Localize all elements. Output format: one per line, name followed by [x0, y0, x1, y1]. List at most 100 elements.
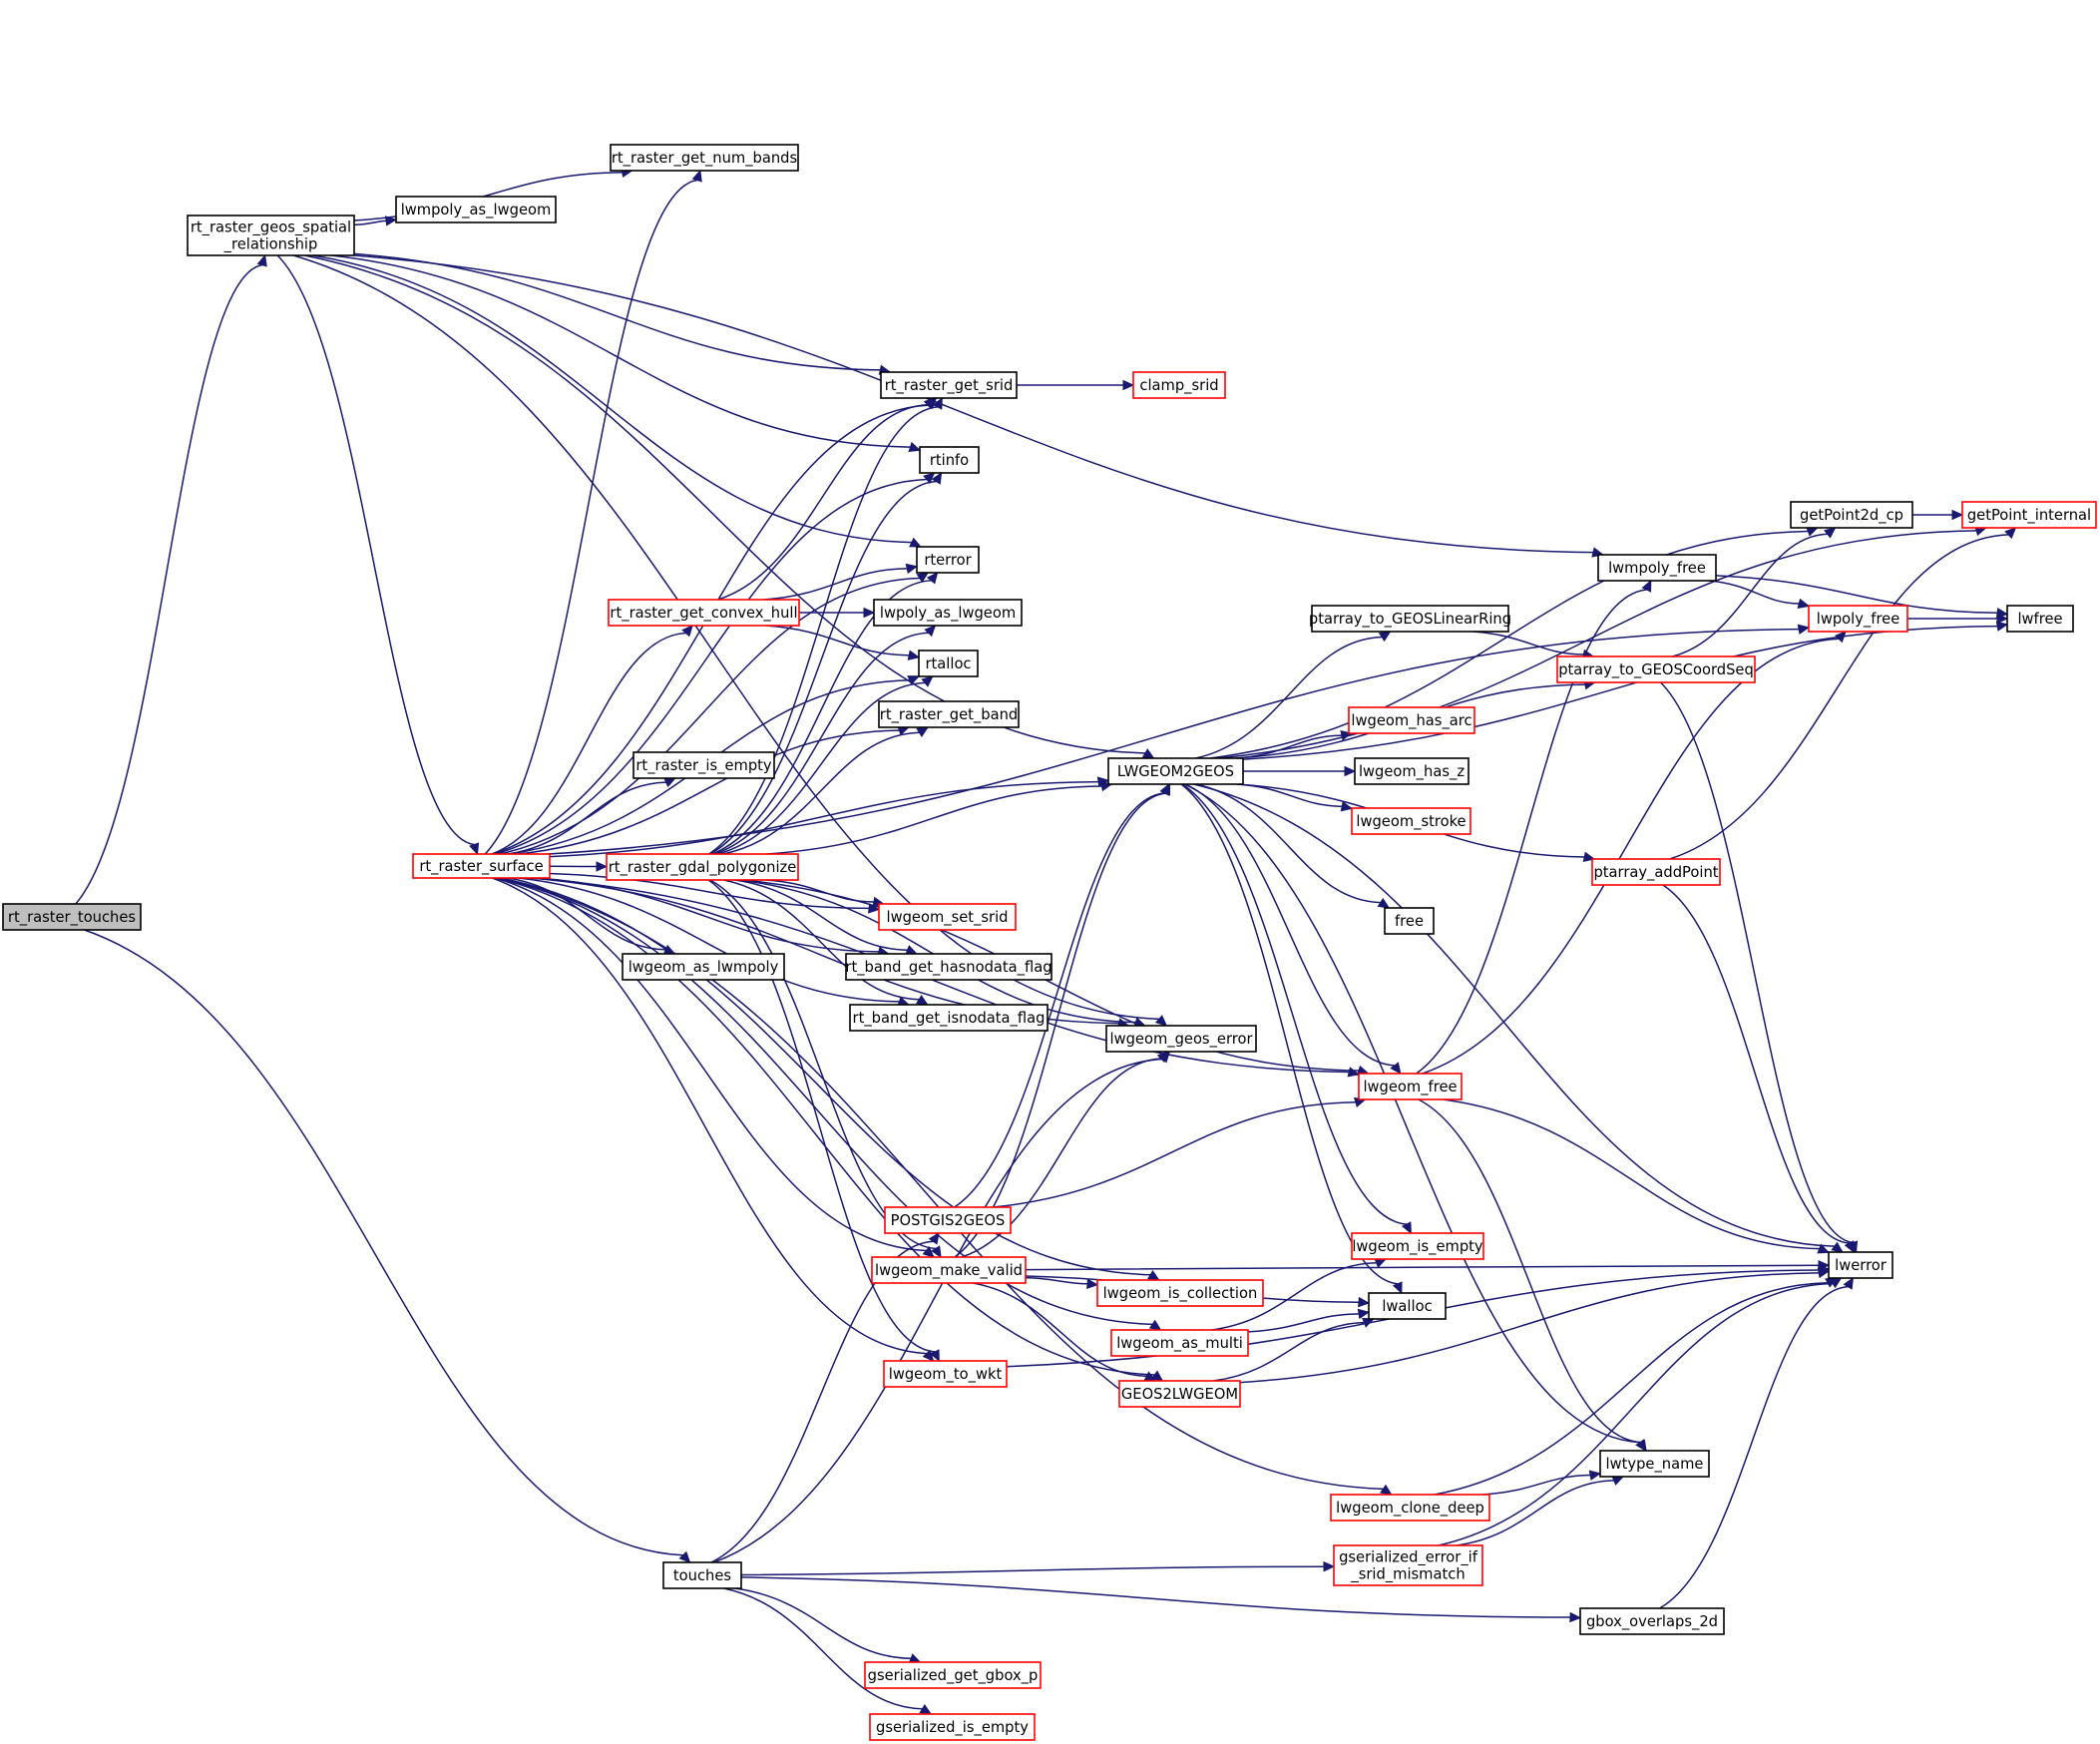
- node-rt_raster_get_srid[interactable]: rt_raster_get_srid: [880, 371, 1018, 399]
- node-lwgeom_is_collection[interactable]: lwgeom_is_collection: [1096, 1279, 1264, 1307]
- node-lwgeom_stroke[interactable]: lwgeom_stroke: [1351, 807, 1471, 835]
- node-POSTGIS2GEOS[interactable]: POSTGIS2GEOS: [884, 1206, 1012, 1234]
- node-lwgeom_as_multi[interactable]: lwgeom_as_multi: [1110, 1329, 1249, 1357]
- node-touches[interactable]: touches: [662, 1561, 742, 1589]
- edge-line: [1472, 631, 1584, 655]
- node-box: [1105, 1025, 1257, 1053]
- node-GEOS2LWGEOM[interactable]: GEOS2LWGEOM: [1118, 1380, 1241, 1408]
- edge-line: [1184, 783, 1640, 1444]
- edge-arrowhead: [923, 397, 936, 410]
- node-rt_raster_surface[interactable]: rt_raster_surface: [412, 853, 551, 879]
- node-lwgeom_has_arc[interactable]: lwgeom_has_arc: [1348, 706, 1475, 734]
- node-getPoint_internal[interactable]: getPoint_internal: [1961, 501, 2097, 529]
- edge-line: [276, 254, 475, 846]
- edge-line: [497, 877, 1155, 1376]
- node-box: [1118, 1380, 1241, 1408]
- node-lwfree[interactable]: lwfree: [2006, 605, 2074, 633]
- node-box: [1096, 1279, 1264, 1307]
- edge-arrowhead: [928, 1231, 940, 1245]
- node-rt_raster_gdal_polygonize[interactable]: rt_raster_gdal_polygonize: [606, 853, 799, 881]
- edge-line: [1659, 681, 1854, 1244]
- node-lwgeom_has_z[interactable]: lwgeom_has_z: [1354, 757, 1470, 785]
- edge-line: [1025, 1264, 1820, 1271]
- node-gbox_overlaps_2d[interactable]: gbox_overlaps_2d: [1579, 1607, 1725, 1635]
- node-label: lwgeom_as_multi: [1116, 1335, 1243, 1352]
- node-getPoint2d_cp[interactable]: getPoint2d_cp: [1790, 501, 1913, 529]
- edge-arrowhead: [916, 995, 929, 1006]
- node-lwgeom_clone_deep[interactable]: lwgeom_clone_deep: [1330, 1494, 1490, 1522]
- node-gserialized_get_gbox_p[interactable]: gserialized_get_gbox_p: [864, 1661, 1042, 1689]
- node-rterror[interactable]: rterror: [916, 546, 980, 574]
- node-rt_raster_get_band[interactable]: rt_raster_get_band: [878, 700, 1020, 728]
- edge-arrowhead: [907, 675, 921, 685]
- node-box: [1828, 1251, 1893, 1279]
- node-rt_raster_geos_spatial_relationship[interactable]: rt_raster_geos_spatial_relationship: [187, 215, 355, 256]
- edge-arrowhead: [1588, 1470, 1602, 1481]
- node-lwmpoly_free[interactable]: lwmpoly_free: [1597, 554, 1717, 582]
- edge-lwpoly_free-to-lwfree: [1907, 613, 2009, 625]
- node-lwgeom_geos_error[interactable]: lwgeom_geos_error: [1105, 1025, 1257, 1053]
- edge-line: [498, 877, 1153, 1326]
- node-rt_band_get_hasnodata_flag[interactable]: rt_band_get_hasnodata_flag: [845, 953, 1052, 981]
- node-rt_raster_touches[interactable]: rt_raster_touches: [2, 903, 142, 931]
- edge-rt_raster_touches-to-rt_raster_geos_spatial_relationship: [75, 253, 267, 905]
- node-gserialized_is_empty[interactable]: gserialized_is_empty: [869, 1713, 1036, 1741]
- node-rt_band_get_isnodata_flag[interactable]: rt_band_get_isnodata_flag: [849, 1004, 1049, 1032]
- edge-LWGEOM2GEOS-to-lwgeom_has_z: [1243, 765, 1357, 777]
- node-label: rt_raster_is_empty: [635, 757, 772, 774]
- node-rtinfo[interactable]: rtinfo: [919, 446, 980, 474]
- node-ptarray_addPoint[interactable]: ptarray_addPoint: [1591, 858, 1721, 886]
- edge-line: [714, 632, 929, 855]
- edge-line: [500, 877, 1151, 1276]
- node-box: [1107, 757, 1244, 785]
- node-label: rtinfo: [930, 452, 969, 469]
- edge-line: [312, 254, 912, 544]
- edge-line: [740, 1576, 1571, 1618]
- node-box: [871, 1256, 1027, 1284]
- node-lwtype_name[interactable]: lwtype_name: [1599, 1450, 1710, 1478]
- node-box: [878, 700, 1020, 728]
- edge-rt_raster_surface-to-rterror: [499, 572, 930, 855]
- node-gserialized_error_if_srid_mismatch[interactable]: gserialized_error_if_srid_mismatch: [1333, 1544, 1483, 1586]
- edge-arrowhead: [678, 1550, 691, 1563]
- edge-rt_raster_geos_spatial_relationship-to-LWGEOM2GEOS: [304, 254, 1155, 759]
- node-free[interactable]: free: [1384, 907, 1435, 935]
- edge-rt_raster_get_convex_hull-to-lwpoly_as_lwgeom: [798, 607, 876, 619]
- node-lwgeom_to_wkt[interactable]: lwgeom_to_wkt: [883, 1360, 1008, 1388]
- node-lwmpoly_as_lwgeom[interactable]: lwmpoly_as_lwgeom: [395, 196, 557, 223]
- edge-rt_raster_surface-to-rt_raster_is_empty: [507, 777, 676, 855]
- node-label: lwgeom_geos_error: [1110, 1031, 1254, 1048]
- node-ptarray_to_GEOSCoordSeq[interactable]: ptarray_to_GEOSCoordSeq: [1556, 655, 1756, 683]
- edge-rt_raster_gdal_polygonize-to-rt_raster_get_srid: [708, 396, 943, 855]
- edge-line: [709, 480, 937, 855]
- edge-lwmpoly_free-to-lwpoly_free: [1708, 580, 1811, 610]
- edge-line: [1481, 1474, 1591, 1496]
- node-clamp_srid[interactable]: clamp_srid: [1132, 371, 1226, 399]
- node-box: [1110, 1329, 1249, 1357]
- edge-arrowhead: [1323, 1560, 1336, 1572]
- node-lwerror[interactable]: lwerror: [1828, 1251, 1893, 1279]
- edge-LWGEOM2GEOS-to-free: [1195, 783, 1391, 909]
- node-ptarray_to_GEOSLinearRing[interactable]: ptarray_to_GEOSLinearRing: [1309, 605, 1511, 633]
- node-lwgeom_make_valid[interactable]: lwgeom_make_valid: [871, 1256, 1027, 1284]
- edge-line: [712, 580, 932, 855]
- edge-arrowhead: [1148, 1319, 1162, 1331]
- node-rt_raster_get_num_bands[interactable]: rt_raster_get_num_bands: [610, 144, 799, 172]
- edge-LWGEOM2GEOS-to-lwgeom_stroke: [1236, 783, 1354, 812]
- edge-line: [1669, 534, 2009, 860]
- node-rt_raster_is_empty[interactable]: rt_raster_is_empty: [632, 751, 775, 779]
- node-lwgeom_is_empty[interactable]: lwgeom_is_empty: [1351, 1232, 1484, 1260]
- node-label: _relationship: [223, 236, 318, 253]
- node-lwgeom_as_lwmpoly[interactable]: lwgeom_as_lwmpoly: [622, 953, 785, 981]
- node-lwpoly_as_lwgeom[interactable]: lwpoly_as_lwgeom: [873, 599, 1023, 627]
- node-rtalloc[interactable]: rtalloc: [918, 650, 979, 677]
- node-label: rt_raster_surface: [419, 858, 543, 875]
- node-LWGEOM2GEOS[interactable]: LWGEOM2GEOS: [1107, 757, 1244, 785]
- node-lwpoly_free[interactable]: lwpoly_free: [1808, 605, 1908, 633]
- node-lwgeom_set_srid[interactable]: lwgeom_set_srid: [878, 903, 1017, 931]
- node-lwgeom_free[interactable]: lwgeom_free: [1358, 1073, 1463, 1100]
- node-rt_raster_get_convex_hull[interactable]: rt_raster_get_convex_hull: [608, 599, 800, 627]
- node-lwalloc[interactable]: lwalloc: [1368, 1292, 1447, 1320]
- node-label: lwalloc: [1382, 1298, 1432, 1315]
- edge-line: [1181, 783, 1407, 1225]
